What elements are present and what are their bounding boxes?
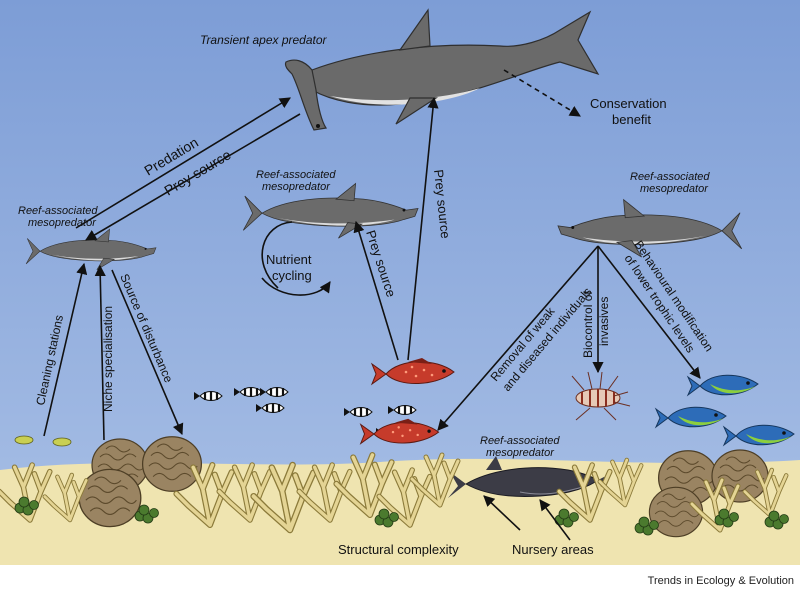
label-structural: Structural complexity [338, 542, 459, 557]
label-cycling: cycling [272, 268, 312, 283]
label-meso-right-1: Reef-associated [630, 171, 710, 183]
reef-shark-bottom-icon [448, 456, 606, 498]
label-nursery: Nursery areas [512, 542, 594, 557]
label-meso-bottom-1: Reef-associated [480, 435, 560, 447]
label-prey-source-tall: Prey source [431, 169, 453, 240]
yellow-fish-icon [14, 435, 72, 447]
label-meso-bottom-2: mesopredator [486, 447, 555, 459]
label-meso-right-2: mesopredator [640, 183, 709, 195]
label-meso-left-1: Reef-associated [18, 205, 98, 217]
label-conservation: Conservation [590, 96, 667, 111]
arrows [43, 69, 701, 541]
label-meso-center-1: Reef-associated [256, 169, 336, 181]
label-benefit: benefit [612, 112, 651, 127]
label-nutrient: Nutrient [266, 252, 312, 267]
label-meso-left-2: mesopredator [28, 217, 97, 229]
lionfish-icon [571, 371, 631, 421]
journal-footer: Trends in Ecology & Evolution [647, 575, 794, 587]
label-biocontrol-2: invasives [597, 297, 611, 346]
label-niche: Niche specialisation [101, 306, 115, 412]
hammerhead-shark-icon [284, 8, 600, 131]
label-transient-apex: Transient apex predator [200, 33, 328, 47]
label-biocontrol-1: Biocontrol of [581, 291, 595, 358]
label-meso-center-2: mesopredator [262, 181, 331, 193]
